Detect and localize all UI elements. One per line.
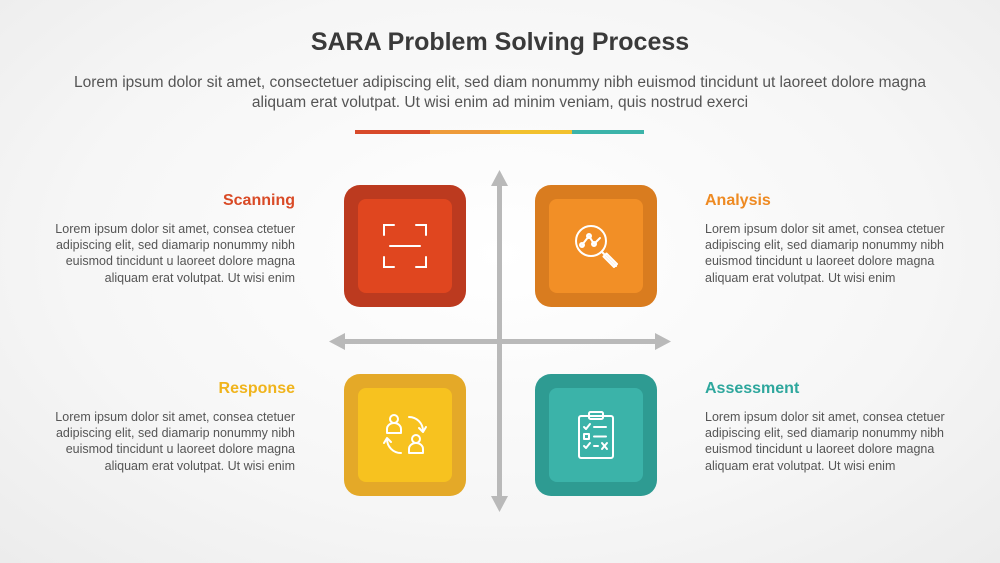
axis-arrow-left [329,333,345,350]
scanning-description: Lorem ipsum dolor sit amet, consea ctetu… [55,222,295,285]
scanning-tile-inner [358,199,452,293]
analysis-tile-inner [549,199,643,293]
analysis-description: Lorem ipsum dolor sit amet, consea ctetu… [705,222,945,285]
assessment-description: Lorem ipsum dolor sit amet, consea ctetu… [705,410,945,473]
scanning-tile [344,185,466,307]
axis-arrow-up [491,170,508,186]
horizontal-axis [342,339,658,344]
response-tile [344,374,466,496]
clipboard-checklist-icon [578,411,614,459]
response-label: Response [218,380,295,397]
response-description: Lorem ipsum dolor sit amet, consea ctetu… [55,410,295,473]
people-exchange-icon [383,414,427,454]
assessment-label: Assessment [705,380,800,397]
divider-segment-teal [572,130,644,134]
analysis-tile [535,185,657,307]
page-subtitle: Lorem ipsum dolor sit amet, consectetuer… [73,74,927,111]
axis-arrow-down [491,496,508,512]
assessment-tile [535,374,657,496]
scan-frame-icon [383,224,427,268]
response-tile-inner [358,388,452,482]
magnifier-chart-icon [575,225,618,268]
analysis-label: Analysis [705,192,771,209]
axis-arrow-right [655,333,671,350]
divider-segment-red [355,130,430,134]
page-title: SARA Problem Solving Process [310,28,690,56]
scanning-label: Scanning [222,192,295,209]
divider-segment-yellow [500,130,572,134]
assessment-tile-inner [549,388,643,482]
divider-segment-orange [430,130,500,134]
